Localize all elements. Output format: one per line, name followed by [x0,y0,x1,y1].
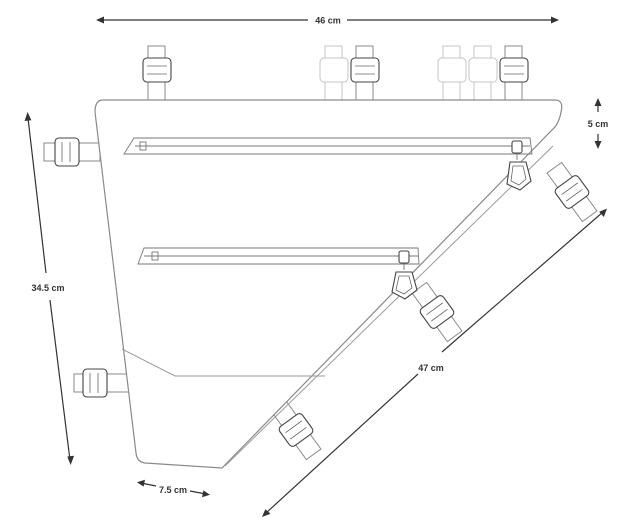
label-top-width: 46 cm [315,16,341,26]
left-straps [43,137,131,398]
diagonal-straps [270,161,598,461]
top-straps [142,45,529,103]
label-diagonal: 47 cm [418,363,444,373]
bag-outline [94,99,563,469]
label-side-height: 34.5 cm [31,283,64,293]
diagonal-strap-1 [546,161,598,223]
lower-zipper [137,247,420,300]
bottom-panel-seam [121,348,325,377]
top-strap-2 [319,45,349,103]
diagonal-seam [224,145,554,467]
lower-zipper-pull [391,250,418,300]
top-strap-6 [499,45,529,103]
bag-body [94,99,563,469]
diagonal-strap-3 [270,399,322,461]
upper-zipper [123,137,533,191]
label-end-height: 5 cm [588,119,609,129]
left-strap-top [43,137,101,167]
left-strap-bottom [73,368,131,398]
dimension-side-height: 34.5 cm [24,112,75,465]
dimension-top-width: 46 cm [96,16,559,26]
dimension-diagonal: 47 cm [262,208,607,517]
dimension-bottom-width: 7.5 cm [137,479,210,498]
top-strap-1 [142,45,172,103]
diagonal-strap-2 [411,281,463,343]
top-strap-3 [350,45,380,103]
label-bottom-width: 7.5 cm [159,485,187,495]
top-strap-5 [468,45,498,103]
top-strap-4 [437,45,467,103]
dimension-end-height: 5 cm [588,98,609,149]
upper-zipper-pull [506,140,532,191]
